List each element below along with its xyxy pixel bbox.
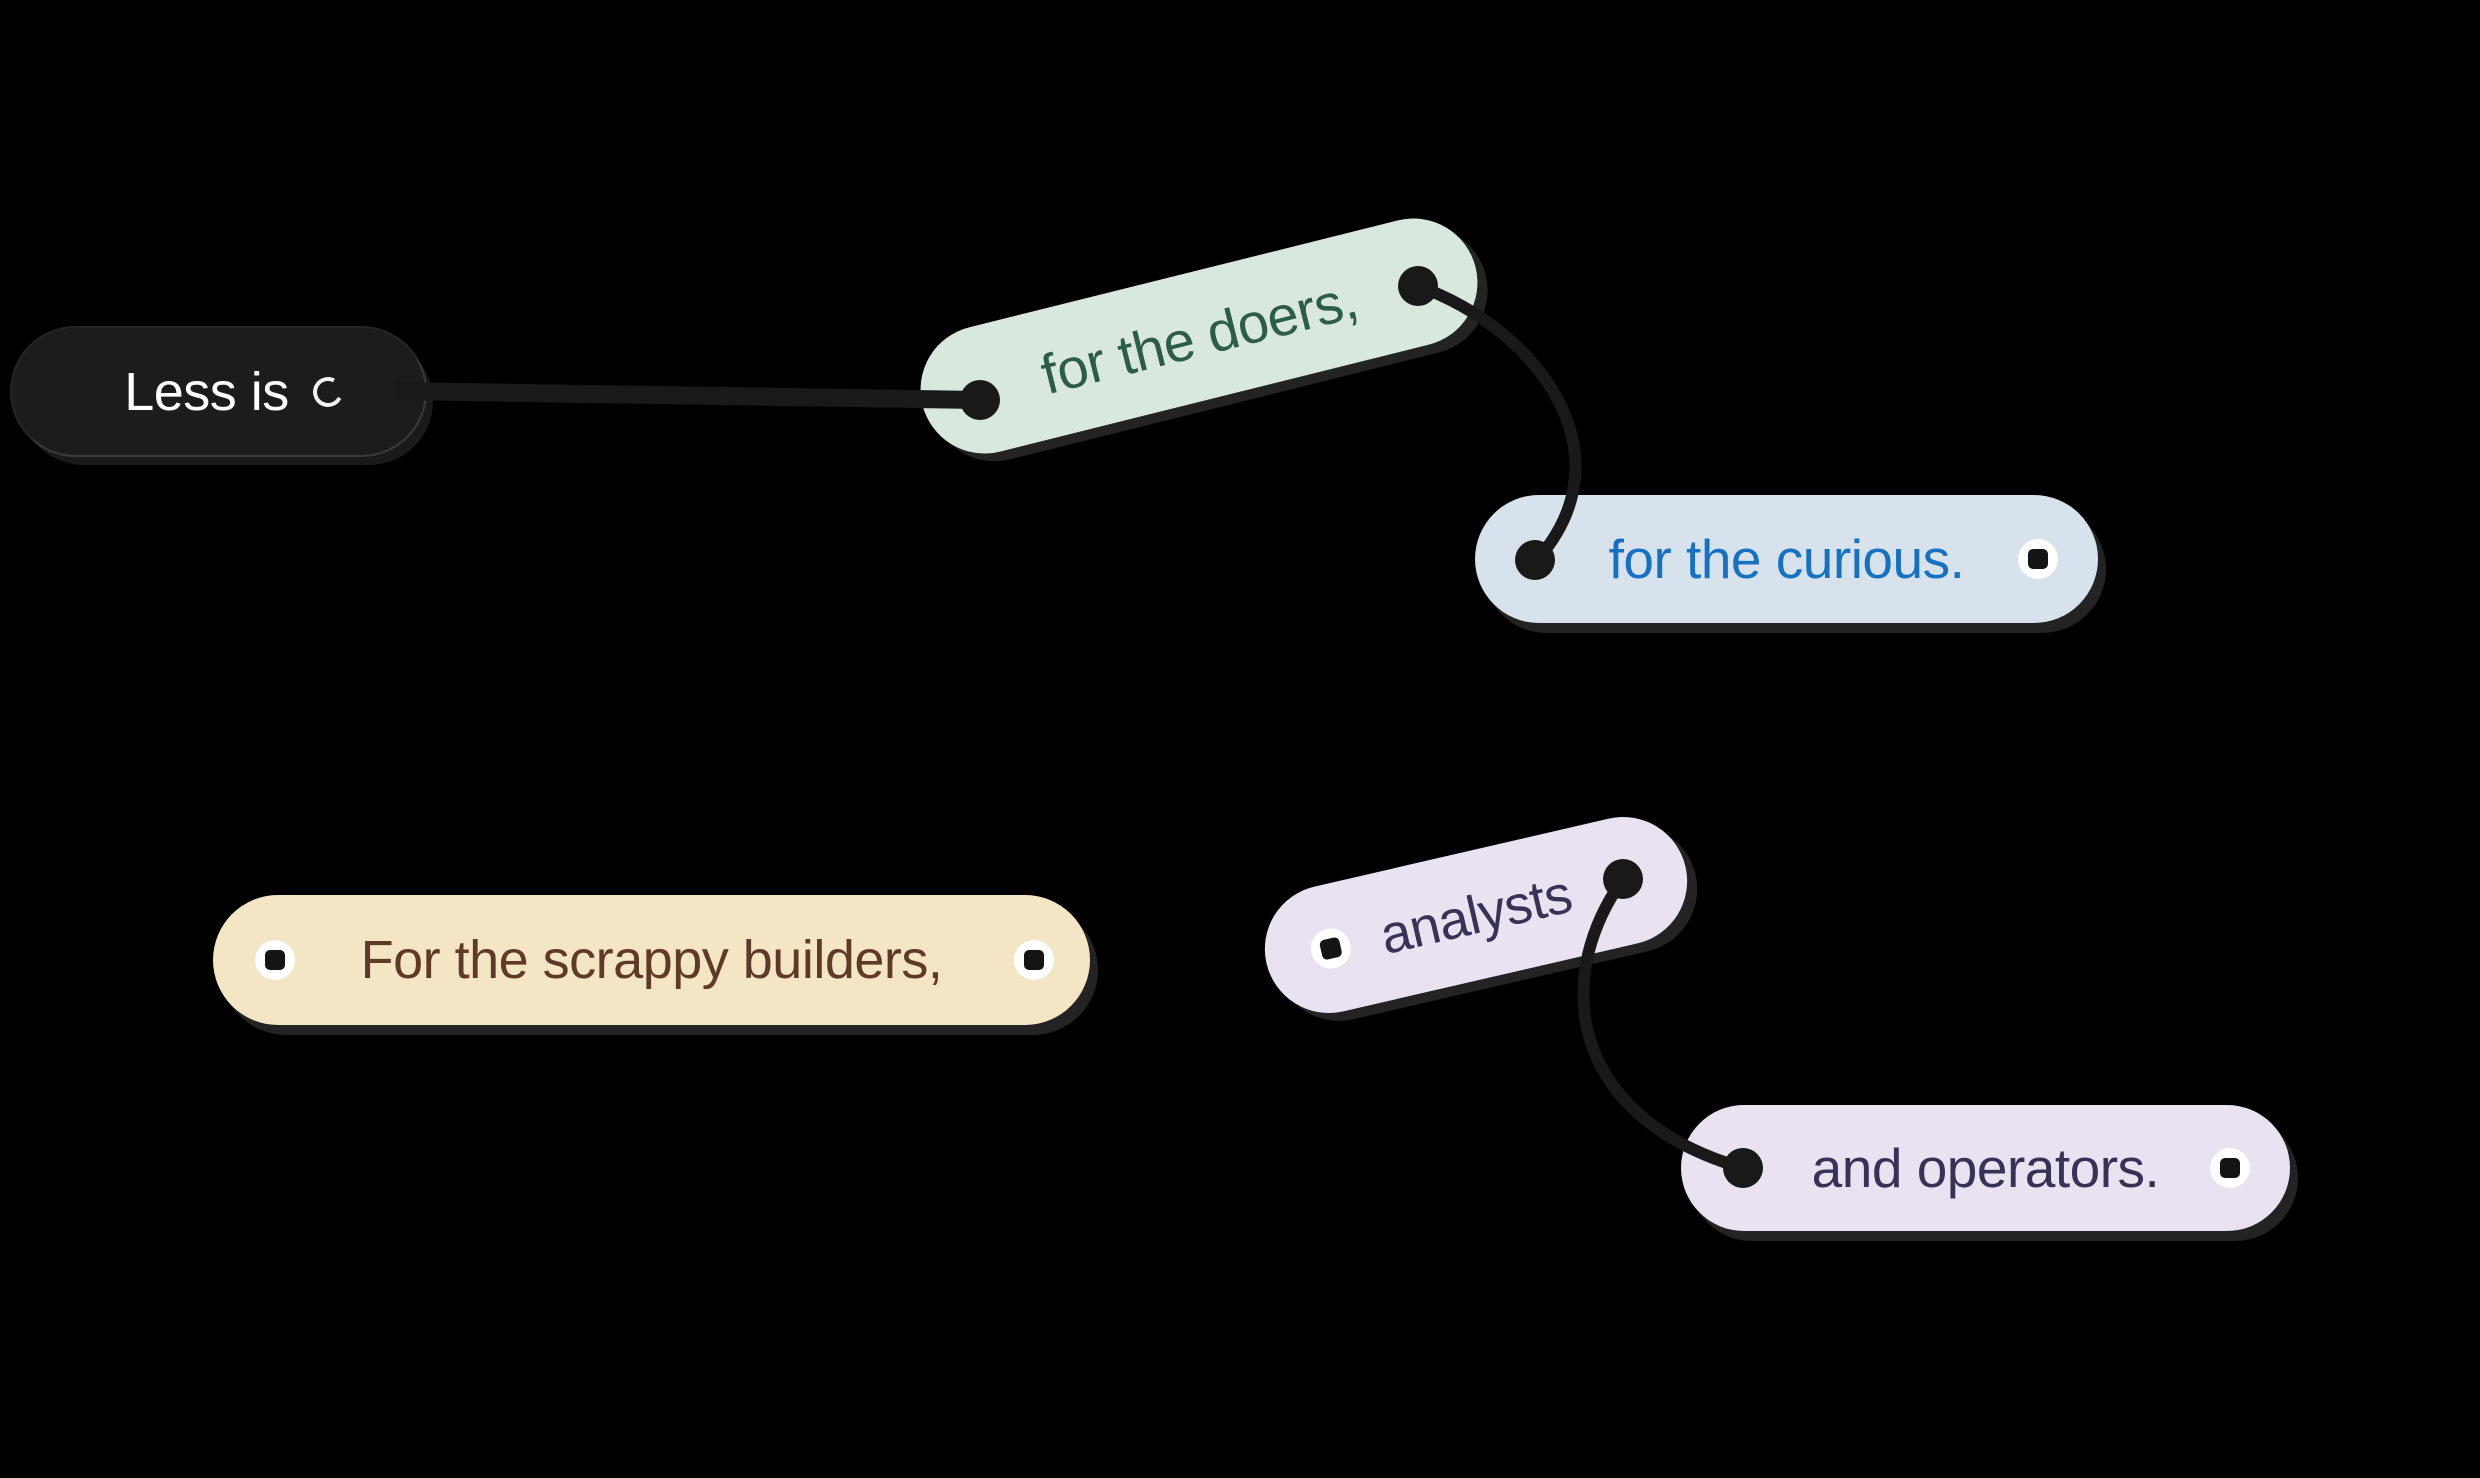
node-less-is[interactable]: Less is <box>12 328 425 455</box>
node-analysts[interactable]: analysts <box>1252 804 1700 1026</box>
connector-endpoint-dot[interactable] <box>960 380 1000 420</box>
node-label: For the scrappy builders, <box>360 930 943 990</box>
connector-endpoint-dot[interactable] <box>1723 1148 1763 1188</box>
node-label: and operators. <box>1811 1137 2160 1199</box>
connector-endpoint-dot[interactable] <box>1515 540 1555 580</box>
node-label: for the curious. <box>1608 528 1965 590</box>
connector-port-icon[interactable] <box>255 940 295 980</box>
connector-port-icon[interactable] <box>2018 539 2058 579</box>
node-label: Less is <box>124 361 289 422</box>
node-for-the-curious[interactable]: for the curious. <box>1475 495 2098 623</box>
node-label: analysts <box>1374 863 1578 967</box>
connector-port-icon[interactable] <box>2210 1148 2250 1188</box>
port-square-icon <box>265 950 285 970</box>
connector-line-lessis-doers <box>395 382 981 409</box>
node-label: for the doers, <box>1034 266 1364 406</box>
connector-endpoint-dot[interactable] <box>1398 266 1438 306</box>
connector-endpoint-dot[interactable] <box>1603 859 1643 899</box>
connector-port-icon[interactable] <box>1014 940 1054 980</box>
node-scrappy-builders[interactable]: For the scrappy builders, <box>213 895 1090 1025</box>
port-square-icon <box>1024 950 1044 970</box>
port-square-icon <box>2028 549 2048 569</box>
port-square-icon <box>1318 936 1343 961</box>
node-and-operators[interactable]: and operators. <box>1681 1105 2290 1231</box>
connector-port-icon[interactable] <box>1306 924 1355 973</box>
port-square-icon <box>2220 1158 2240 1178</box>
open-ring-icon[interactable] <box>308 372 347 411</box>
node-for-the-doers[interactable]: for the doers, <box>906 204 1492 468</box>
